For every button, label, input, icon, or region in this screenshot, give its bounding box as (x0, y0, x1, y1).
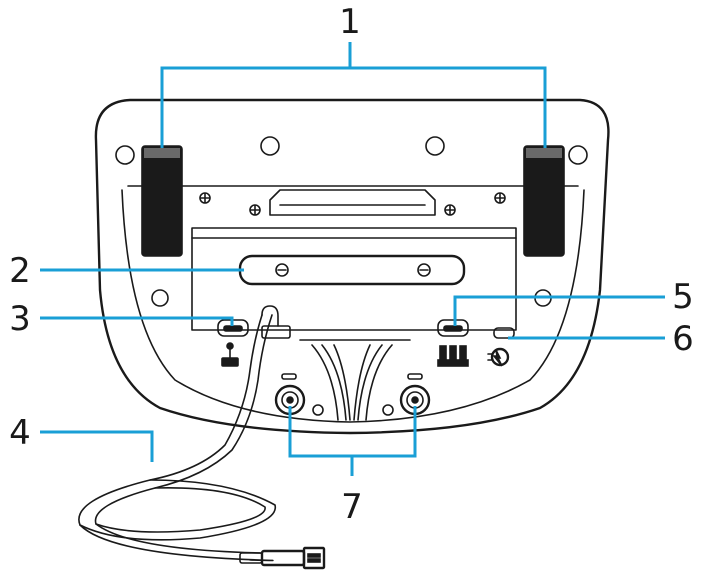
leader-7 (288, 406, 417, 476)
left-carpet-peg (141, 145, 183, 257)
usb-cable (78, 305, 326, 570)
leader-1 (160, 42, 547, 148)
base-outer-shell (94, 98, 610, 435)
callout-6: 6 (672, 319, 694, 359)
leader-3 (40, 316, 234, 326)
mount-hole (568, 145, 588, 165)
mount-hole (425, 136, 445, 156)
power-plug-icon (487, 347, 510, 367)
callout-4: 4 (9, 413, 31, 453)
leader-5 (453, 295, 665, 326)
screws (199, 192, 506, 216)
pedal-port (437, 319, 469, 337)
callout-1: 1 (339, 2, 361, 42)
cable-channels (299, 339, 411, 421)
callout-3: 3 (9, 299, 31, 339)
callout-2: 2 (9, 251, 31, 291)
callout-7: 7 (341, 487, 363, 527)
pedal-base-illustration (78, 98, 610, 570)
pedals-icon (437, 345, 469, 367)
callout-numbers: 1 2 3 4 5 6 7 (9, 2, 694, 527)
recessed-panel (191, 227, 517, 331)
mount-hole (115, 145, 135, 165)
callout-leaders (40, 42, 665, 476)
joystick-icon (221, 342, 239, 367)
center-bracket (269, 189, 436, 216)
mount-hole (260, 136, 280, 156)
side-hole (151, 289, 169, 307)
right-carpet-peg (523, 145, 565, 257)
power-port (493, 327, 515, 339)
leader-4 (40, 430, 154, 462)
callout-5: 5 (672, 277, 694, 317)
